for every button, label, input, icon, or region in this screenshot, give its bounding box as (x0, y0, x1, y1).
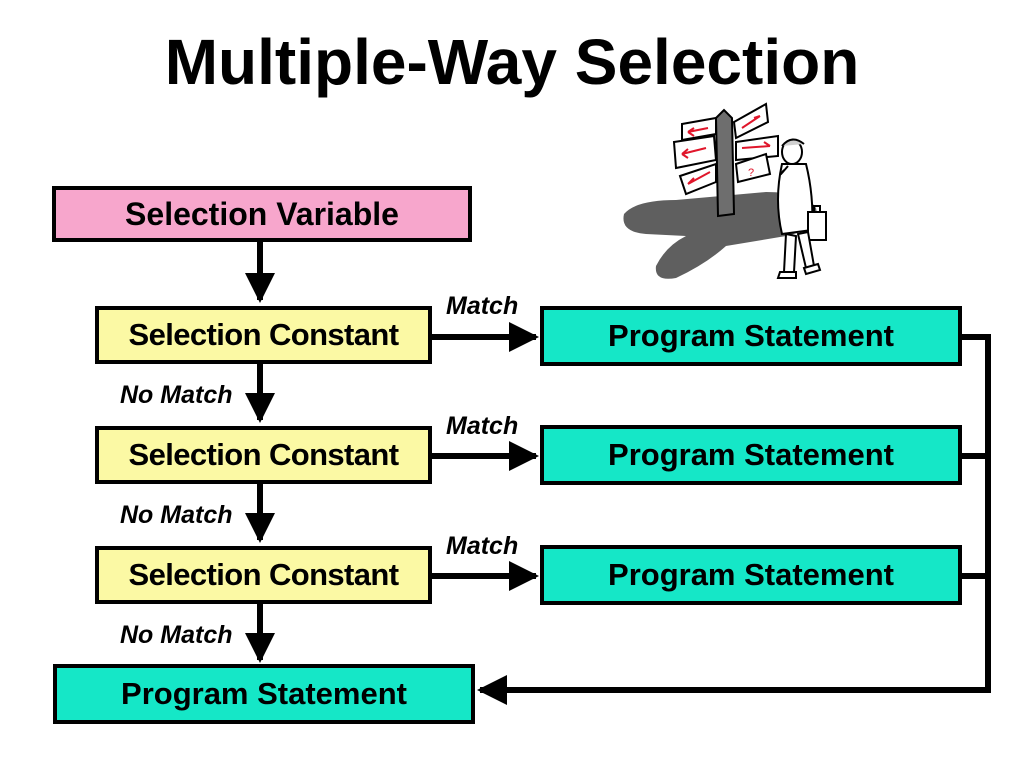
no-match-label-3: No Match (120, 621, 233, 649)
program-statement-box-1: Program Statement (540, 306, 962, 366)
sign-question-mark: ? (748, 167, 754, 179)
selection-constant-box-2: Selection Constant (95, 426, 432, 484)
match-label-3: Match (446, 532, 519, 560)
no-match-label-1: No Match (120, 381, 233, 409)
match-label-2: Match (446, 412, 519, 440)
selection-variable-label: Selection Variable (125, 195, 399, 232)
slide-title: Multiple-Way Selection (164, 26, 860, 98)
default-program-statement-label: Program Statement (121, 676, 407, 711)
selection-constant-box-3: Selection Constant (95, 546, 432, 604)
selection-constant-box-1: Selection Constant (95, 306, 432, 364)
selection-constant-label: Selection Constant (128, 317, 400, 352)
program-statement-label: Program Statement (608, 318, 894, 353)
program-statement-label: Program Statement (608, 557, 894, 592)
selection-constant-label: Selection Constant (128, 557, 400, 592)
no-match-label-2: No Match (120, 501, 233, 529)
match-label-1: Match (446, 292, 519, 320)
program-statement-box-3: Program Statement (540, 545, 962, 605)
default-program-statement-box: Program Statement (53, 664, 475, 724)
program-statement-box-2: Program Statement (540, 425, 962, 485)
selection-variable-box: Selection Variable (52, 186, 472, 242)
selection-constant-label: Selection Constant (128, 437, 400, 472)
signpost-with-confused-man-icon: ? (623, 102, 827, 279)
program-statement-label: Program Statement (608, 437, 894, 472)
